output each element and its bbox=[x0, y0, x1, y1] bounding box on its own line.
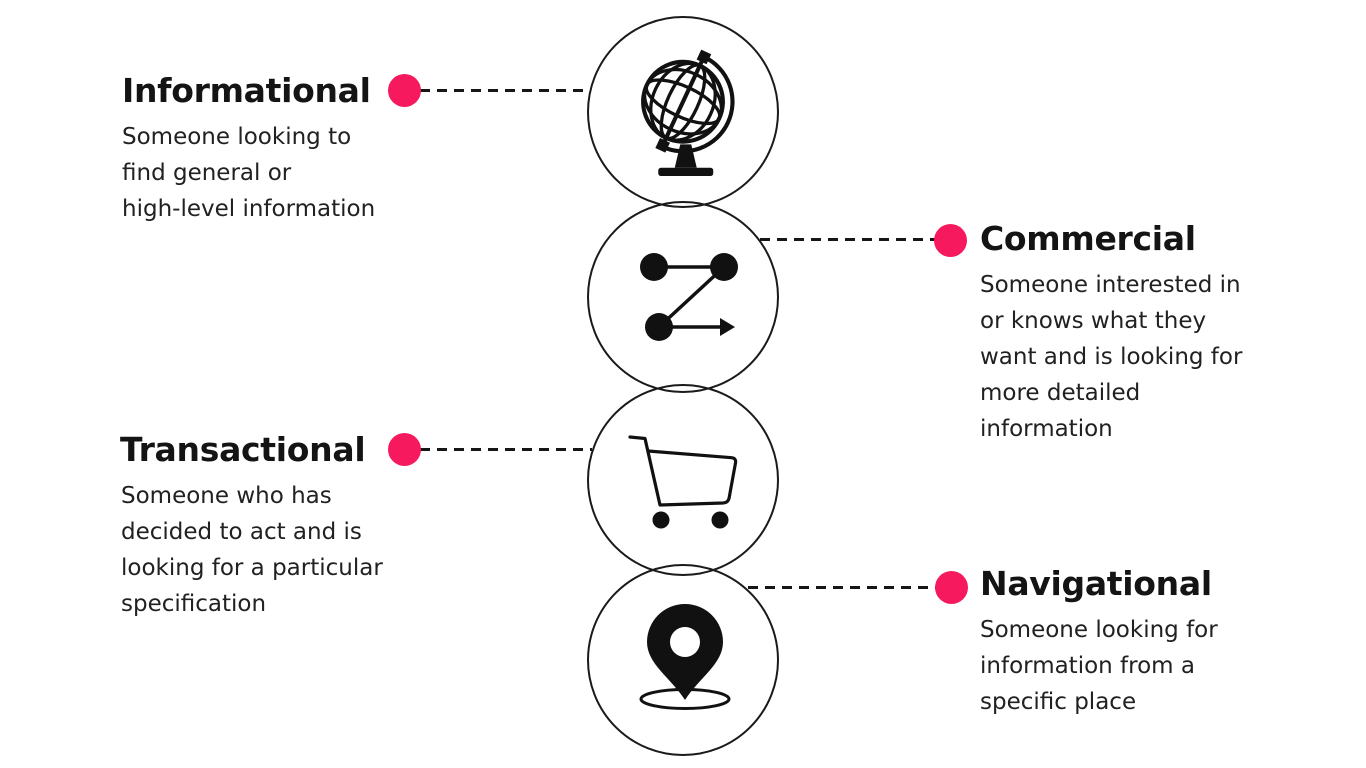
connector-dot-navigational bbox=[935, 571, 968, 604]
connector-dot-transactional bbox=[388, 433, 421, 466]
description-informational: Someone looking to find general or high-… bbox=[122, 124, 376, 222]
connector-line-informational bbox=[420, 89, 590, 92]
label-informational: Informational bbox=[122, 71, 371, 110]
connector-line-transactional bbox=[420, 448, 592, 451]
circle-informational bbox=[587, 16, 779, 208]
connector-dot-commercial bbox=[934, 224, 967, 257]
description-transactional: Someone who has decided to act and is lo… bbox=[121, 483, 383, 617]
circle-commercial bbox=[587, 201, 779, 393]
description-navigational: Someone looking for information from a s… bbox=[980, 617, 1218, 715]
globe-icon bbox=[641, 49, 735, 176]
label-commercial: Commercial bbox=[980, 219, 1196, 258]
location-pin-icon bbox=[639, 604, 731, 710]
circle-transactional bbox=[587, 384, 779, 576]
connector-dot-informational bbox=[388, 74, 421, 107]
circle-navigational bbox=[587, 564, 779, 756]
route-icon bbox=[640, 253, 738, 341]
label-navigational: Navigational bbox=[980, 564, 1212, 603]
connector-line-commercial bbox=[760, 238, 937, 241]
connector-line-navigational bbox=[748, 586, 937, 589]
shopping-cart-icon bbox=[628, 435, 738, 529]
description-commercial: Someone interested in or knows what they… bbox=[980, 272, 1243, 442]
label-transactional: Transactional bbox=[120, 430, 366, 469]
